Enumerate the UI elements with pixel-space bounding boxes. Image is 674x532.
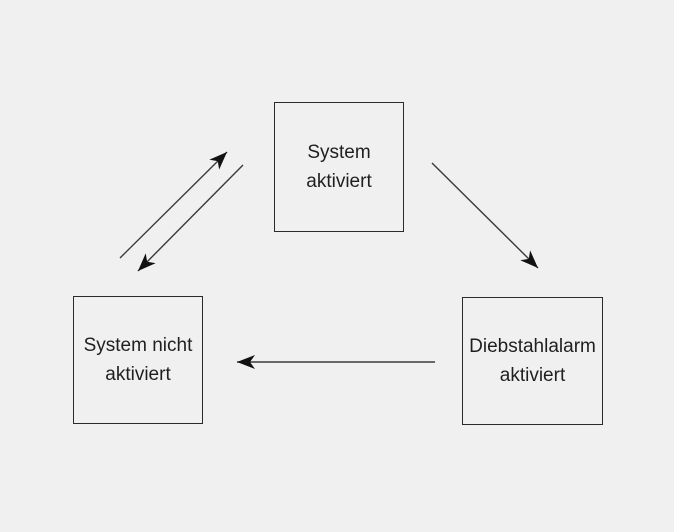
arrow-system-aktiviert-to-system-nicht-aktiviert xyxy=(137,164,244,272)
arrow-system-nicht-aktiviert-to-system-aktiviert xyxy=(119,151,228,259)
state-label-line: aktiviert xyxy=(105,364,171,385)
arrow-system-aktiviert-to-diebstahlalarm-aktiviert xyxy=(431,162,539,269)
state-label-line: aktiviert xyxy=(499,365,566,386)
state-label-line: aktiviert xyxy=(306,171,372,192)
state-label-line: System xyxy=(307,142,371,163)
state-label-line: Diebstahlalarm xyxy=(469,336,596,357)
state-node-system-aktiviert: System aktiviert xyxy=(274,102,404,232)
state-node-system-nicht-aktiviert: System nicht aktiviert xyxy=(73,296,203,424)
state-label-line: System nicht xyxy=(83,335,193,356)
state-node-diebstahlalarm-aktiviert: Diebstahlalarm aktiviert xyxy=(462,297,603,425)
